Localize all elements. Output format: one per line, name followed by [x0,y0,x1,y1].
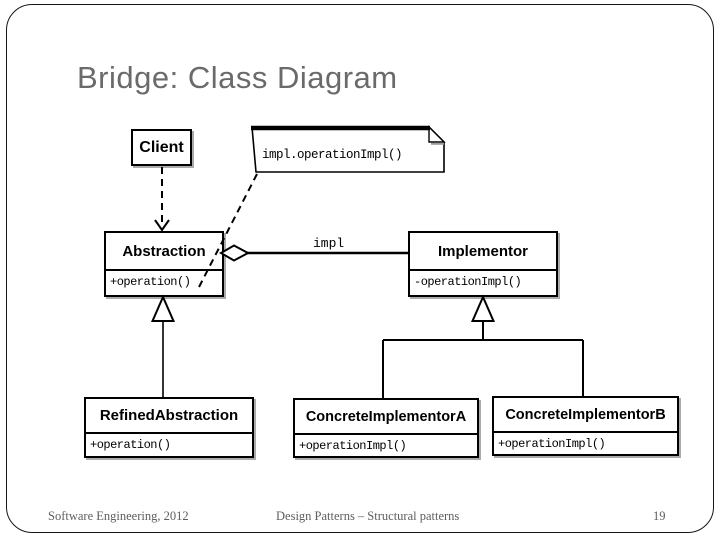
class-method-abstraction: +operation() [110,275,191,289]
class-name-concrete-implementor-a: ConcreteImplementorA [295,400,477,435]
class-method-concrete-implementor-a: +operationImpl() [299,439,407,453]
class-box-abstraction: Abstraction +operation() [104,231,224,297]
class-box-concrete-implementor-a: ConcreteImplementorA +operationImpl() [293,398,479,458]
class-name-concrete-implementor-b: ConcreteImplementorB [494,398,677,433]
class-box-implementor: Implementor -operationImpl() [408,231,558,297]
class-method-implementor: -operationImpl() [414,275,522,289]
class-box-refined-abstraction: RefinedAbstraction +operation() [84,397,254,458]
class-box-concrete-implementor-b: ConcreteImplementorB +operationImpl() [492,396,679,456]
footer-section-label: Design Patterns – Structural patterns [276,509,460,523]
note-text: impl.operationImpl() [262,148,403,162]
class-method-concrete-implementor-b: +operationImpl() [498,437,606,451]
slide-footer: Software Engineering, 2012 Design Patter… [0,507,720,529]
footer-page-number: 19 [653,509,666,523]
association-label-impl: impl [313,236,345,251]
class-name-refined-abstraction: RefinedAbstraction [86,399,252,434]
slide-border [6,4,714,533]
class-method-refined-abstraction: +operation() [90,438,171,452]
class-box-client: Client [131,129,192,166]
footer-course-label: Software Engineering, 2012 [48,509,189,523]
class-name-client: Client [139,138,184,156]
class-name-implementor: Implementor [410,233,556,271]
class-name-abstraction: Abstraction [106,233,222,271]
page-title: Bridge: Class Diagram [77,60,398,95]
